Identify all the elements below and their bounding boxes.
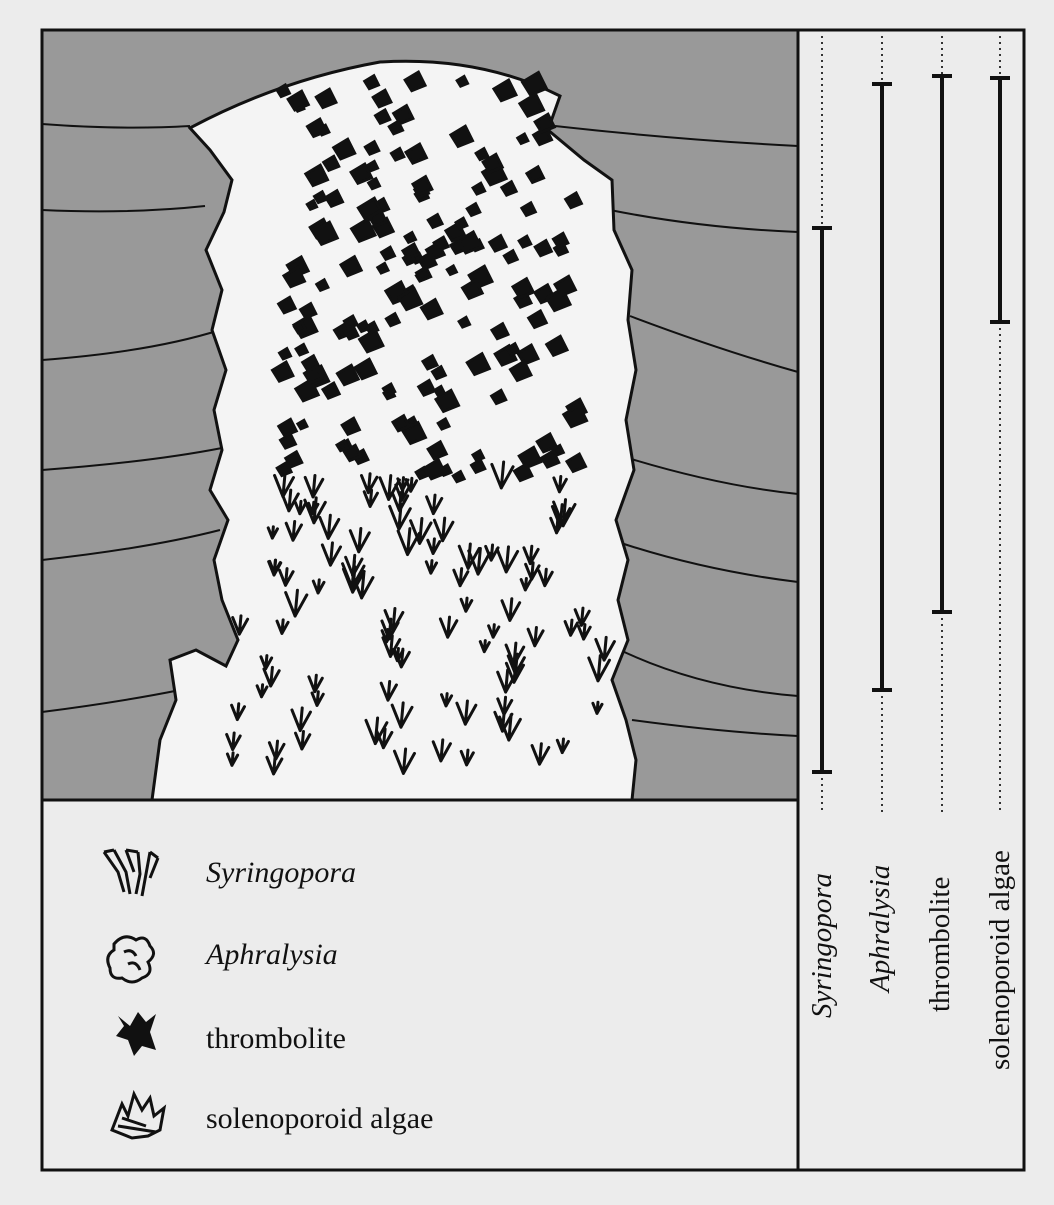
reef-texture-mark	[307, 201, 316, 210]
range-label-thrombolite: thrombolite	[926, 877, 955, 1012]
legend-label-solenoporoid: solenoporoid algae	[206, 1104, 433, 1134]
legend-label-syringopora: Syringopora	[206, 858, 356, 888]
reef-texture-mark	[447, 266, 456, 274]
reef-texture-mark	[435, 386, 444, 395]
reef-texture-mark	[378, 263, 388, 272]
range-label-aphralysia: Aphralysia	[866, 865, 895, 992]
reef-texture-mark	[368, 161, 378, 170]
range-label-solenoporoid: solenoporoid algae	[986, 850, 1015, 1070]
legend-label-aphralysia: Aphralysia	[206, 940, 338, 970]
reef-texture-mark	[518, 134, 528, 143]
legend-label-thrombolite: thrombolite	[206, 1024, 346, 1054]
reef-texture-mark	[298, 420, 307, 428]
range-label-syringopora: Syringopora	[808, 873, 837, 1018]
